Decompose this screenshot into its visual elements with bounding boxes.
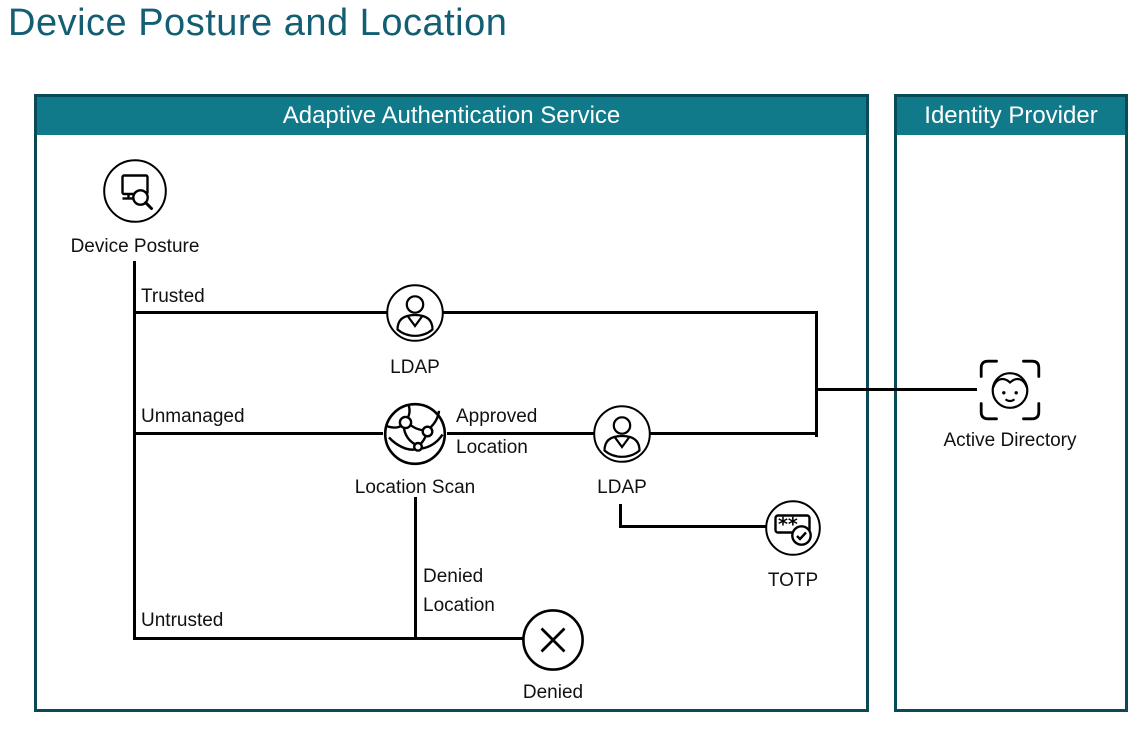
trusted-branch-line [133,311,387,314]
ldap-trusted-label: LDAP [390,357,440,378]
trunk-vertical-line [133,261,136,640]
totp-vertical-line [619,504,622,528]
face-scan-icon [977,357,1043,428]
untrusted-branch-line [133,637,523,640]
unmanaged-label: Unmanaged [141,406,245,427]
trusted-label: Trusted [141,286,205,307]
approved-location-line [447,432,594,435]
device-posture-scan-icon [103,159,167,228]
denied-label: Denied [522,682,584,703]
approved-location-label-line2: Location [456,437,528,458]
approved-location-label-line1: Approved [456,406,538,427]
ldap-trusted-right-line [443,311,817,314]
x-circle-icon [522,609,584,676]
location-scan-down-line [414,497,417,640]
denied-location-label-line1: Denied [423,566,484,587]
device-posture-label: Device Posture [70,236,200,257]
active-directory-line [815,388,977,391]
totp-horizontal-line [619,525,766,528]
location-scan-label: Location Scan [354,477,476,498]
totp-label: TOTP [767,570,819,591]
active-directory-label: Active Directory [943,430,1077,451]
adaptive-auth-service-box: Adaptive Authentication Service [34,94,869,712]
user-icon [593,405,651,468]
ldap-location-label: LDAP [597,477,647,498]
page-title: Device Posture and Location [8,2,508,44]
globe-network-icon [382,401,448,472]
unmanaged-branch-line [133,432,383,435]
password-check-icon: ** [765,500,821,561]
adaptive-auth-service-title: Adaptive Authentication Service [37,97,866,135]
svg-text:**: ** [778,514,798,536]
join-vertical-line [815,311,818,437]
identity-provider-box: Identity Provider [894,94,1128,712]
identity-provider-title: Identity Provider [897,97,1125,135]
untrusted-label: Untrusted [141,610,224,631]
ldap-location-right-line [650,432,818,435]
denied-location-label-line2: Location [423,595,495,616]
user-icon [386,284,444,347]
